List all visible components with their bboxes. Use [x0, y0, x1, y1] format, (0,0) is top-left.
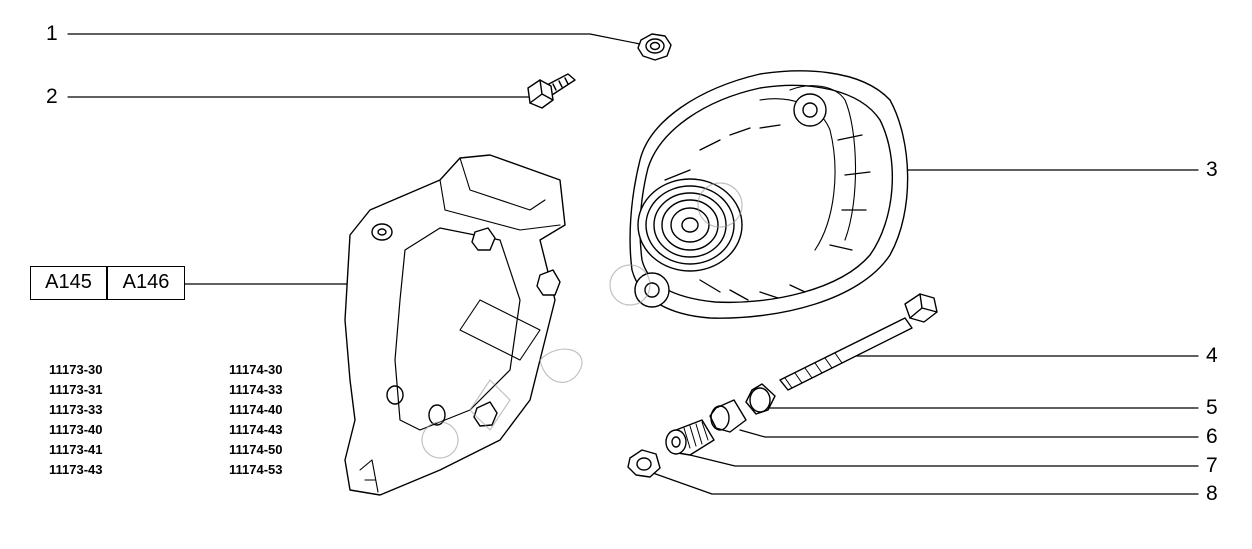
callout-2: 2 [46, 85, 58, 108]
callout-1: 1 [46, 22, 58, 45]
leader-lines [67, 33, 1199, 495]
ref-box-a145[interactable]: A145 [30, 266, 107, 300]
model-codes-right: 11174-30 11174-33 11174-40 11174-43 1117… [229, 360, 283, 480]
model-code: 11173-30 [49, 362, 103, 377]
leader-line-1 [67, 33, 641, 45]
part-1-flange-nut [637, 33, 672, 61]
part-8-nut [627, 449, 661, 478]
model-codes-left: 11173-30 11173-31 11173-33 11173-40 1117… [49, 360, 103, 480]
model-code: 11173-43 [49, 462, 103, 477]
callout-7: 7 [1206, 454, 1218, 477]
part-7-threaded-spacer [665, 419, 715, 456]
part-3-alternator [629, 70, 909, 319]
mounting-bracket [344, 154, 566, 496]
callout-8: 8 [1206, 482, 1218, 505]
part-5-sleeve [745, 383, 776, 415]
callout-5: 5 [1206, 396, 1218, 419]
part-4-long-bolt [779, 293, 938, 391]
model-code: 11174-43 [229, 422, 283, 437]
leader-line-6 [739, 429, 1199, 438]
model-code: 11173-33 [49, 402, 103, 417]
model-code: 11174-40 [229, 402, 283, 417]
model-code: 11174-30 [229, 362, 283, 377]
part-6-bushing [709, 399, 747, 433]
model-code: 11174-33 [229, 382, 283, 397]
part-2-bolt [527, 73, 576, 109]
callout-4: 4 [1206, 344, 1218, 367]
model-code: 11173-31 [49, 382, 103, 397]
leader-line-8 [649, 471, 1199, 495]
leader-line-7 [689, 454, 1199, 467]
ref-box-a146[interactable]: A146 [107, 266, 185, 300]
model-code: 11173-40 [49, 422, 103, 437]
model-code: 11174-50 [229, 442, 283, 457]
watermark [421, 182, 743, 459]
callout-3: 3 [1206, 158, 1218, 181]
model-code: 11173-41 [49, 442, 103, 457]
model-code: 11174-53 [229, 462, 283, 477]
callout-6: 6 [1206, 425, 1218, 448]
